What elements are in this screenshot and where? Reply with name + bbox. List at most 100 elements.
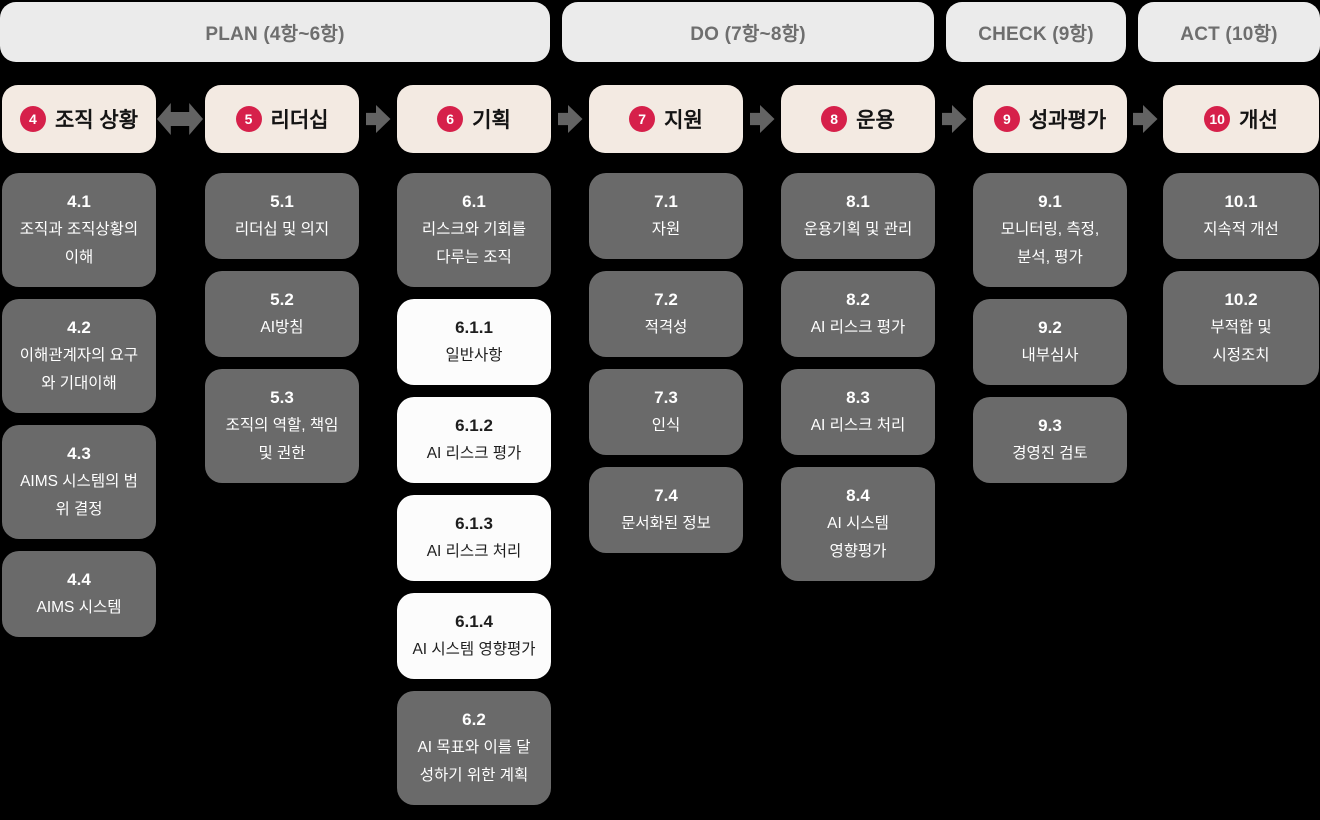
phase-pill-label: PLAN (4항~6항) [205, 23, 345, 45]
clause-label-line: AI 시스템 영향평가 [412, 641, 536, 658]
clause-label-line: 자원 [651, 221, 681, 238]
clause-id: 4.4 [67, 570, 91, 589]
phase-pill-plan: PLAN (4항~6항) [0, 2, 550, 62]
flow-arrow-right-icon [557, 105, 583, 133]
clause-label-line: 일반사항 [445, 347, 503, 364]
clause-id: 8.4 [846, 486, 870, 505]
column-header-4: 4 조직 상황 [2, 85, 156, 153]
step-number-badge: 6 [437, 106, 464, 132]
clause-label-line: 조직의 역할, 책임 [225, 417, 339, 434]
clause-id: 6.1.4 [455, 612, 493, 631]
step-number-badge: 4 [19, 106, 46, 132]
clause-id: 7.4 [654, 486, 678, 505]
clause-label-line: 시정조치 [1212, 347, 1270, 364]
clause-id: 8.1 [846, 192, 870, 211]
column-title: 기획 [472, 109, 511, 132]
clause-id: 7.3 [654, 388, 678, 407]
clause-id: 4.1 [67, 192, 91, 211]
clause-label-line: AI 리스크 처리 [810, 417, 906, 434]
clause-card-5.1: 5.1 리더십 및 의지 [205, 173, 359, 259]
column-title: 지원 [664, 109, 703, 132]
clause-label-line: 성하기 위한 계획 [419, 767, 529, 784]
clause-label-line: 이해 [64, 249, 94, 266]
phase-pill-label: ACT (10항) [1180, 23, 1278, 45]
step-number-badge: 7 [629, 106, 656, 132]
clause-id: 6.1.1 [455, 318, 493, 337]
clause-label-line: 위 결정 [55, 501, 103, 518]
clause-id: 9.3 [1038, 416, 1062, 435]
column-header-10: 10 개선 [1163, 85, 1319, 153]
clause-card-6.1.4: 6.1.4 AI 시스템 영향평가 [397, 593, 551, 679]
clause-label-line: 인식 [651, 417, 681, 434]
flow-arrow-right-icon [941, 105, 967, 133]
flow-arrow-right-icon [1132, 105, 1158, 133]
clause-label-line: 지속적 개선 [1203, 221, 1279, 238]
clause-label-line: AI방침 [260, 319, 304, 336]
clause-id: 6.1.3 [455, 514, 493, 533]
clause-id: 4.3 [67, 444, 91, 463]
clause-label-line: 분석, 평가 [1017, 249, 1083, 266]
clause-label-line: 리더십 및 의지 [234, 221, 330, 238]
clause-label-line: 다루는 조직 [436, 249, 512, 266]
phase-pill-label: CHECK (9항) [978, 23, 1094, 45]
clause-label-line: 적격성 [644, 319, 688, 336]
column-title: 개선 [1239, 109, 1278, 132]
column-title: 리더십 [270, 109, 329, 132]
step-number-badge: 9 [993, 106, 1020, 132]
clause-card-6.1.1: 6.1.1 일반사항 [397, 299, 551, 385]
clause-id: 6.1.2 [455, 416, 493, 435]
phase-pill-act: ACT (10항) [1138, 2, 1320, 62]
clause-id: 5.1 [270, 192, 294, 211]
clause-id: 5.3 [270, 388, 294, 407]
column-header-6: 6 기획 [397, 85, 551, 153]
flow-arrow-right-icon [365, 105, 391, 133]
clause-id: 9.1 [1038, 192, 1062, 211]
clause-card-8.1: 8.1 운용기획 및 관리 [781, 173, 935, 259]
clause-id: 6.1 [462, 192, 486, 211]
clause-label-line: 영향평가 [829, 543, 887, 560]
clause-label-line: AI 리스크 평가 [810, 319, 906, 336]
phase-pill-check: CHECK (9항) [946, 2, 1126, 62]
clause-id: 6.2 [462, 710, 486, 729]
clause-card-7.2: 7.2 적격성 [589, 271, 743, 357]
clause-id: 7.2 [654, 290, 678, 309]
clause-card-7.3: 7.3 인식 [589, 369, 743, 455]
column-header-7: 7 지원 [589, 85, 743, 153]
clause-card-6.1.3: 6.1.3 AI 리스크 처리 [397, 495, 551, 581]
clause-label-line: 리스크와 기회를 [421, 221, 527, 238]
clause-label-line: AI 리스크 처리 [426, 543, 522, 560]
clause-card-8.2: 8.2 AI 리스크 평가 [781, 271, 935, 357]
clause-id: 7.1 [654, 192, 678, 211]
clause-id: 10.1 [1224, 192, 1258, 211]
clause-label-line: 경영진 검토 [1012, 445, 1088, 462]
column-title: 성과평가 [1028, 109, 1107, 132]
clause-id: 8.2 [846, 290, 870, 309]
flow-arrow-double-icon [157, 103, 203, 135]
clause-label-line: 조직과 조직상황의 [19, 221, 139, 238]
clause-label-line: 내부심사 [1021, 347, 1079, 364]
phase-pill-label: DO (7항~8항) [690, 23, 806, 45]
clause-label-line: 운용기획 및 관리 [803, 221, 913, 238]
column-title: 조직 상황 [54, 109, 139, 132]
clause-card-7.1: 7.1 자원 [589, 173, 743, 259]
step-number-badge: 10 [1204, 106, 1231, 132]
